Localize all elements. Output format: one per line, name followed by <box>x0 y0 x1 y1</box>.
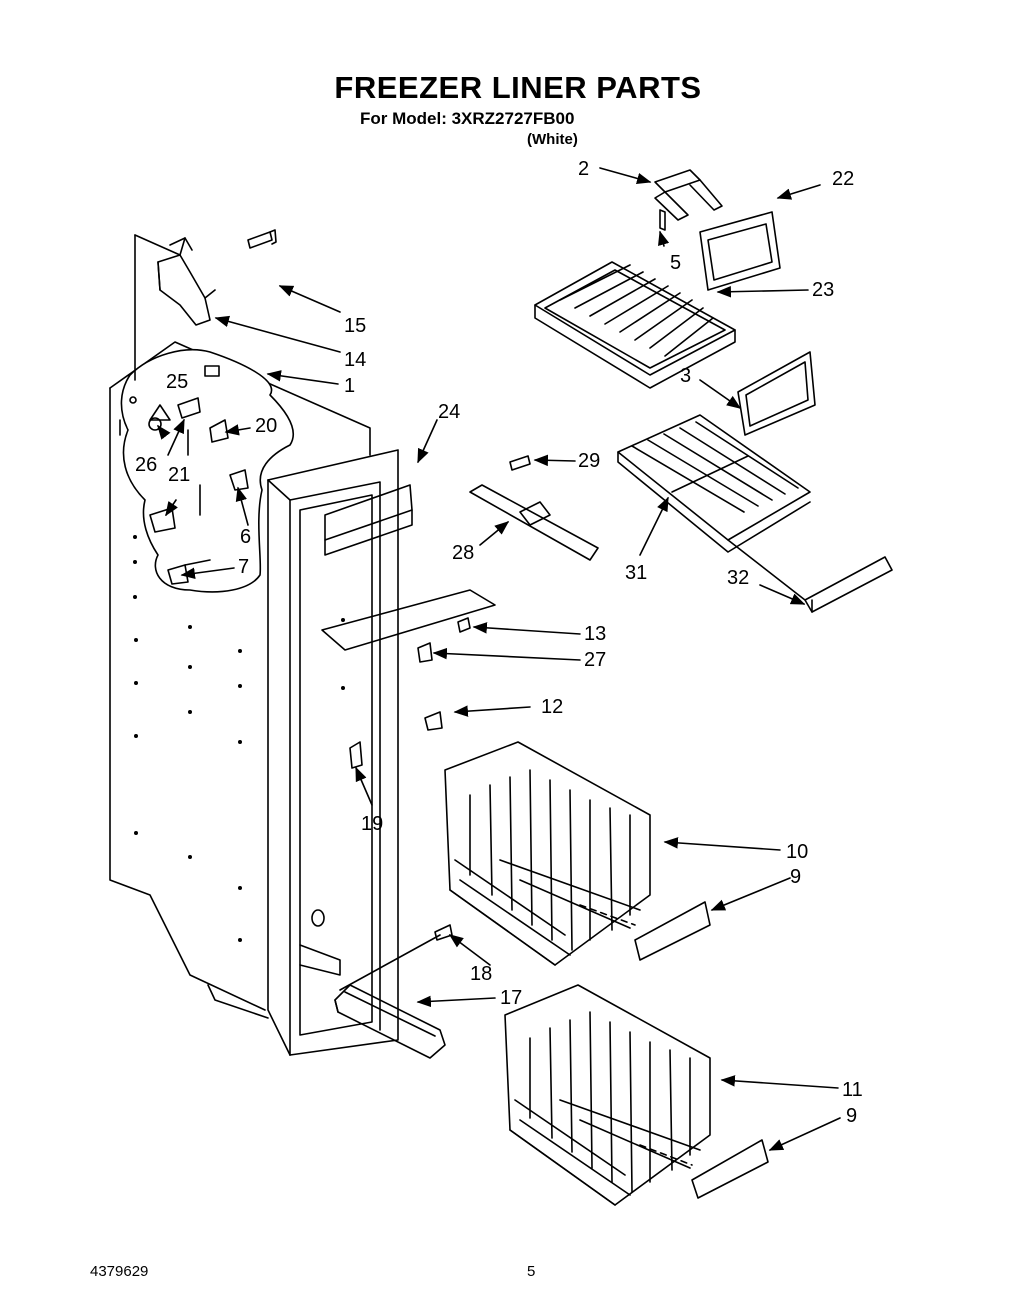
callout-labels: 2 22 5 23 15 14 1 25 3 24 20 26 21 29 6 … <box>135 158 863 1127</box>
part-9-handle-lower <box>691 1139 769 1199</box>
callout-32: 32 <box>727 567 749 589</box>
callout-23: 23 <box>812 279 834 301</box>
callout-22: 22 <box>832 168 854 190</box>
leader-arrows <box>157 167 841 1151</box>
callout-14: 14 <box>344 349 366 371</box>
guide-line <box>727 539 806 601</box>
part-3-frame <box>737 351 816 436</box>
callout-5: 5 <box>670 252 681 274</box>
part-12-clip <box>424 711 443 731</box>
screw-15 <box>247 229 277 249</box>
callout-27: 27 <box>584 649 606 671</box>
part-2-bracket <box>654 169 723 221</box>
part-22-frame <box>699 211 781 291</box>
part-24-trim <box>324 484 413 556</box>
part-28-rail <box>469 484 599 561</box>
guide-line <box>639 1144 693 1166</box>
callout-26: 26 <box>135 454 157 476</box>
callout-19: 19 <box>361 813 383 835</box>
part-10-basket <box>444 741 651 966</box>
callout-12: 12 <box>541 696 563 718</box>
bracket-14 <box>157 237 216 326</box>
callout-9-upper: 9 <box>790 866 801 888</box>
callout-17: 17 <box>500 987 522 1009</box>
part-19-clip <box>349 741 363 769</box>
guide-line <box>134 234 181 256</box>
part-18-screw <box>434 924 453 941</box>
callout-28: 28 <box>452 542 474 564</box>
callout-1: 1 <box>344 375 355 397</box>
callout-2: 2 <box>578 158 589 180</box>
page-title: FREEZER LINER PARTS <box>334 70 702 105</box>
callout-3: 3 <box>680 365 691 387</box>
callout-24: 24 <box>438 401 460 423</box>
callout-9-lower: 9 <box>846 1105 857 1127</box>
callout-10: 10 <box>786 841 808 863</box>
part-13-27-area <box>321 589 496 663</box>
part-11-basket <box>504 984 711 1206</box>
color-line: (White) <box>527 131 578 148</box>
callout-15: 15 <box>344 315 366 337</box>
freezer-liner-shape <box>109 341 399 1056</box>
callout-18: 18 <box>470 963 492 985</box>
callout-7: 7 <box>238 556 249 578</box>
part-31-wire-shelf <box>617 414 811 553</box>
callout-11: 11 <box>842 1079 863 1101</box>
part-23-shelf <box>534 261 736 389</box>
part-29-screw <box>509 455 531 471</box>
part-5-screw <box>659 209 666 231</box>
document-number: 4379629 <box>90 1263 149 1280</box>
model-line: For Model: 3XRZ2727FB00 <box>360 109 575 128</box>
callout-25: 25 <box>166 371 188 393</box>
callout-13: 13 <box>584 623 606 645</box>
callout-6: 6 <box>240 526 251 548</box>
guide-line <box>579 904 636 926</box>
page-number: 5 <box>527 1263 536 1280</box>
callout-20: 20 <box>255 415 277 437</box>
part-32-trim <box>804 556 893 613</box>
callout-21: 21 <box>168 464 190 486</box>
callout-31: 31 <box>625 562 647 584</box>
guide-line <box>339 934 441 991</box>
control-components-inset <box>119 348 295 593</box>
callout-29: 29 <box>578 450 600 472</box>
part-9-handle-upper <box>634 901 711 961</box>
